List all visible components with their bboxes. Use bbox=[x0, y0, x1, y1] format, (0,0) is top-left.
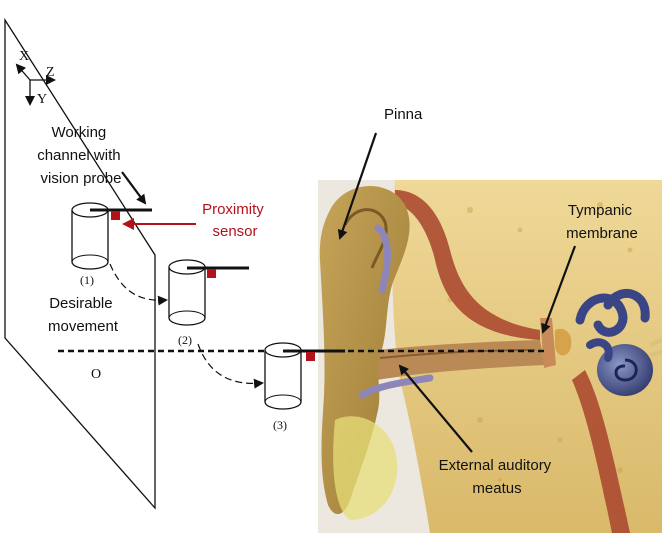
proximity-sensor-label: Proximity sensor bbox=[202, 201, 268, 240]
axis-y-label: Y bbox=[37, 92, 47, 107]
axis-x-label: X bbox=[19, 49, 29, 64]
desirable-movement-label: Desirable movement bbox=[48, 295, 119, 335]
probe-position-2 bbox=[169, 260, 249, 325]
position-1-label: (1) bbox=[80, 273, 94, 287]
pinna-label: Pinna bbox=[384, 106, 423, 123]
axis-z-label: Z bbox=[46, 65, 55, 80]
proximity-sensor-3 bbox=[306, 352, 315, 361]
position-2-label: (2) bbox=[178, 333, 192, 347]
working-channel-arrow bbox=[122, 172, 145, 203]
position-3-label: (3) bbox=[273, 418, 287, 432]
proximity-sensor-2 bbox=[207, 269, 216, 278]
proximity-sensor-1 bbox=[111, 211, 120, 220]
movement-arrow-1-to-2 bbox=[110, 264, 166, 300]
working-channel-label: Working channel with vision probe bbox=[37, 124, 125, 187]
origin-label: O bbox=[91, 367, 101, 382]
probe-position-1 bbox=[72, 203, 152, 269]
